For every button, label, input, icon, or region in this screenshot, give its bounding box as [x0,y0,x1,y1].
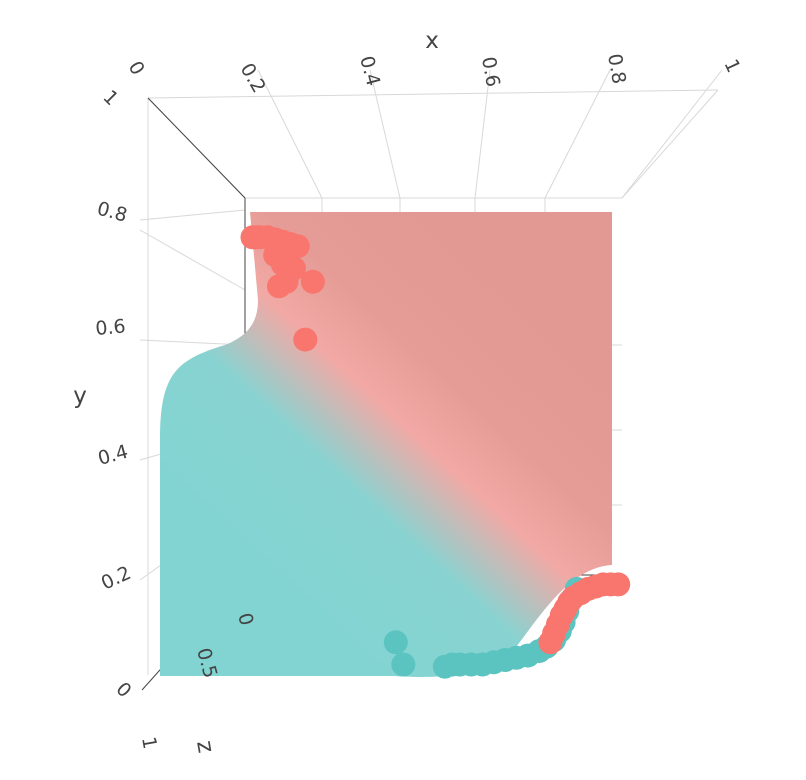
x-tick-label: 0.8 [603,52,630,86]
red-point [266,274,291,299]
red-point [300,269,325,294]
axis-titles: x y z [73,28,439,755]
z-tick-label: 1 [137,735,161,751]
corner-one-label: 1 [98,86,122,110]
teal-point [391,652,416,677]
corner-zero-label: 0 [111,678,135,702]
decision-surface [160,212,612,677]
red-point [293,327,318,352]
teal-point [432,654,457,679]
tick-labels: 0.2 0.4 0.6 0.8 1 0 1 0.8 0.6 0.4 0.2 0 … [95,52,745,751]
x-tick-label: 0.6 [477,55,504,89]
y-tick-label: 0.2 [98,562,135,595]
teal-point [383,630,408,655]
z-tick-label: 0 [233,611,257,628]
y-tick-label: 0.4 [96,441,131,470]
corner-zero-label: 0 [124,58,149,79]
x-tick-label: 0.2 [236,60,270,97]
data-points [240,225,631,679]
y-tick-label: 0.6 [95,315,127,340]
x-tick-label: 0.4 [355,54,384,89]
red-point [538,630,563,655]
x-axis-title: x [425,28,439,54]
y-tick-label: 0.8 [95,198,130,227]
red-point [285,234,310,259]
z-axis-title: z [191,739,219,755]
x-tick-label: 1 [719,56,744,76]
y-axis-title: y [73,383,87,409]
